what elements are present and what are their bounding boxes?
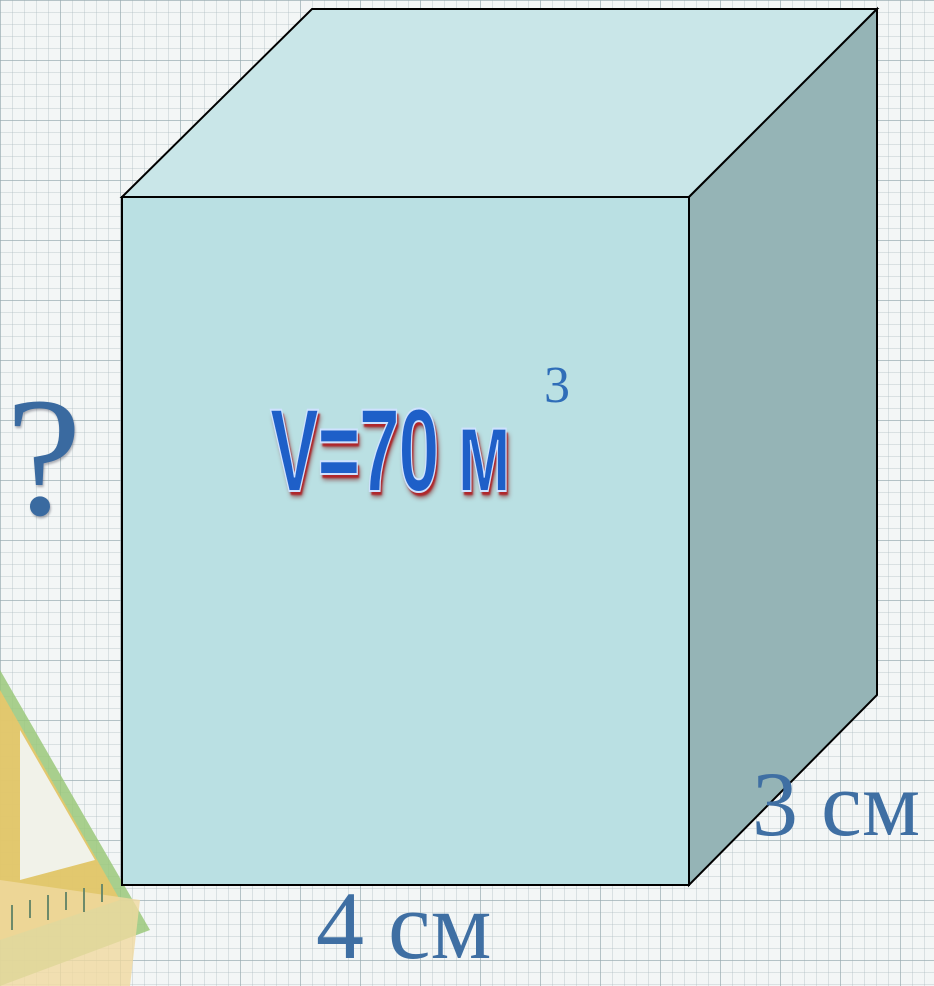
- ruler-triangle-decoration: [0, 670, 150, 986]
- width-label: 3 см: [752, 753, 921, 855]
- volume-label: V=70 м: [269, 385, 511, 517]
- height-unknown-label: ?: [6, 363, 82, 551]
- volume-exponent-label: 3: [544, 357, 570, 414]
- length-label: 4 см: [316, 872, 492, 979]
- cuboid-front-face: [121, 196, 690, 886]
